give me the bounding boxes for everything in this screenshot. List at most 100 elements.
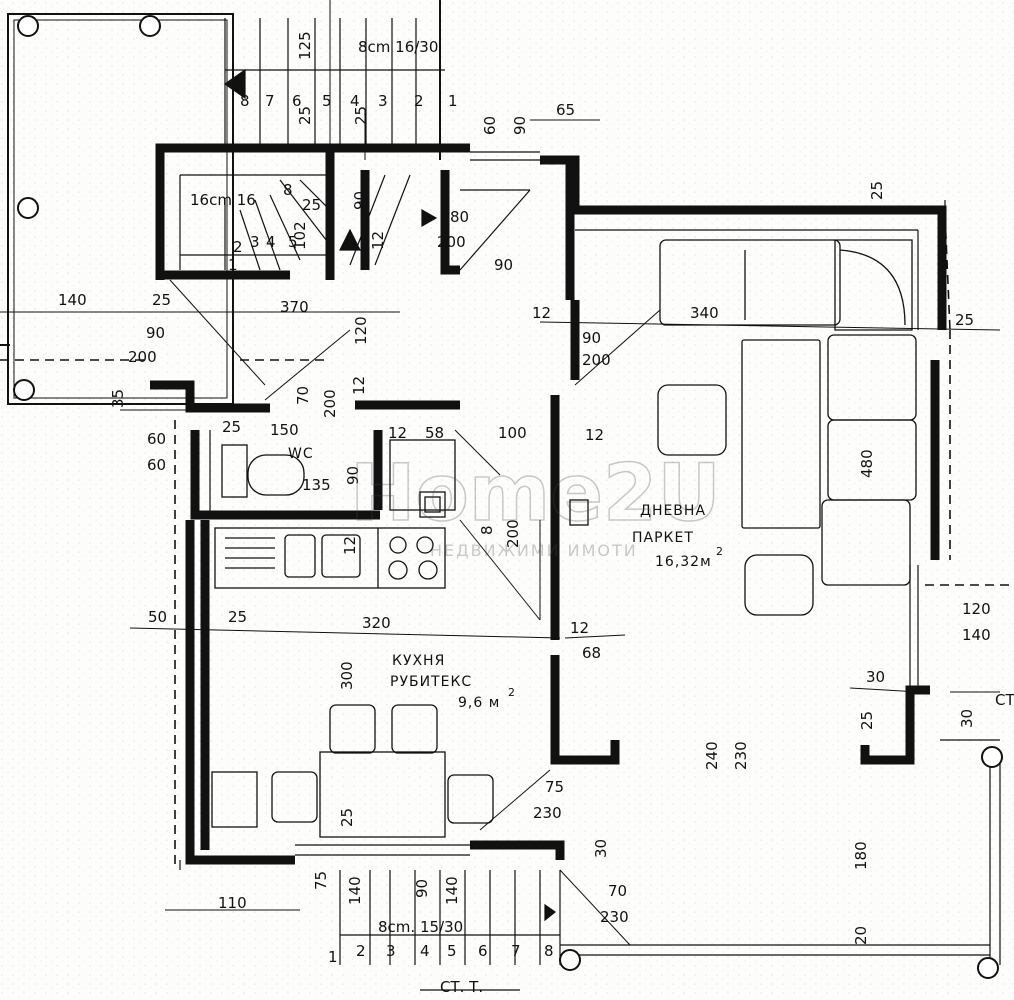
top-step-2: 2: [414, 92, 424, 110]
dim-120: 120: [962, 600, 991, 618]
dim-320: 320: [362, 614, 391, 632]
dim-65: 65: [556, 101, 575, 119]
outline-dashed: [0, 214, 1014, 870]
living-room-name: ДНЕВНА: [640, 503, 706, 519]
wc-label: WC: [288, 446, 314, 462]
column-6: [981, 746, 1003, 768]
dim-25: 25: [296, 106, 314, 125]
inner-step-5: 5: [288, 233, 298, 251]
dim-300: 300: [338, 661, 356, 690]
dim-60: 60: [147, 430, 166, 448]
dim-25: 25: [868, 181, 886, 200]
inner-step-1: 1: [228, 256, 238, 274]
watermark-tagline: НЕДВИЖИМИ ИМОТИ: [430, 541, 638, 560]
watermark: Home2U НЕДВИЖИМИ ИМОТИ: [349, 448, 721, 560]
dim-200: 200: [582, 351, 611, 369]
bottom-step-7: 7: [511, 942, 521, 960]
top-step-1: 1: [448, 92, 458, 110]
dim-25: 25: [955, 311, 974, 329]
dim-12: 12: [585, 426, 604, 444]
dim-140: 140: [962, 626, 991, 644]
dim-12: 12: [369, 231, 387, 250]
top-step-3: 3: [378, 92, 388, 110]
dim-25: 25: [858, 711, 876, 730]
dim-140: 140: [443, 876, 461, 905]
dimension-labels: 125 25 25 60 90 65 8 25 90 80 102 12 200…: [58, 31, 991, 945]
living-room-area-sup: 2: [716, 545, 724, 558]
inner-step-2: 2: [233, 238, 243, 256]
dim-75: 75: [545, 778, 564, 796]
dim-25: 25: [228, 608, 247, 626]
dim-12: 12: [532, 304, 551, 322]
dim-25: 25: [222, 418, 241, 436]
dim-12: 12: [341, 536, 359, 555]
dim-340: 340: [690, 304, 719, 322]
kitchen-area-sup: 2: [508, 686, 516, 699]
dim-30: 30: [592, 839, 610, 858]
sofa: [657, 239, 917, 616]
bottom-step-8: 8: [544, 942, 554, 960]
column-3: [17, 197, 39, 219]
bottom-step-3: 3: [386, 942, 396, 960]
dim-60: 60: [147, 456, 166, 474]
top-step-5: 5: [322, 92, 332, 110]
kitchen-area: 9,6 м: [458, 695, 500, 711]
dim-140: 140: [346, 876, 364, 905]
kitchen-floor: РУБИТЕКС: [390, 674, 472, 690]
top-step-8: 8: [240, 92, 250, 110]
column-5: [559, 949, 581, 971]
room-labels: WC ДНЕВНА ПАРКЕТ 16,32м 2 КУХНЯ РУБИТЕКС…: [288, 446, 724, 711]
inner-stairs: [179, 174, 531, 271]
dim-8: 8: [283, 181, 293, 199]
dim-25: 25: [152, 291, 171, 309]
inner-step-4: 4: [266, 233, 276, 251]
dim-100: 100: [498, 424, 527, 442]
bottom-level-label: СТ. Т.: [440, 978, 483, 996]
dim-180: 180: [852, 841, 870, 870]
dim-90: 90: [582, 329, 601, 347]
dim-8: 8: [478, 525, 496, 535]
terrace: [7, 0, 441, 405]
dim-90: 90: [146, 324, 165, 342]
dim-200: 200: [321, 389, 339, 418]
dim-35: 35: [109, 389, 127, 408]
dim-90: 90: [494, 256, 513, 274]
dim-60: 60: [481, 116, 499, 135]
dim-90: 90: [351, 191, 369, 210]
kitchen-name: КУХНЯ: [392, 653, 445, 669]
bottom-step-6: 6: [478, 942, 488, 960]
bottom-step-4: 4: [420, 942, 430, 960]
dim-200: 200: [128, 348, 157, 366]
dim-240: 240: [703, 741, 721, 770]
door-swings: [169, 279, 661, 946]
dimension-lines: [0, 119, 1001, 911]
dim-200: 200: [437, 233, 466, 251]
dim-12: 12: [570, 619, 589, 637]
bottom-stairs-label: 8cm. 15/30: [378, 918, 463, 936]
kitchen-fixtures: [211, 527, 494, 838]
dim-102: 102: [291, 221, 309, 250]
dim-110: 110: [218, 894, 247, 912]
dim-25: 25: [338, 808, 356, 827]
column-2: [139, 15, 161, 37]
dim-80: 80: [450, 208, 469, 226]
dim-90: 90: [511, 116, 529, 135]
inner-step-3: 3: [250, 233, 260, 251]
dim-12: 12: [350, 376, 368, 395]
watermark-brand: Home2U: [350, 449, 721, 539]
top-step-6: 6: [292, 92, 302, 110]
dim-370: 370: [280, 298, 309, 316]
dim-140: 140: [58, 291, 87, 309]
dim-230: 230: [600, 908, 629, 926]
walls: [150, 143, 947, 865]
dim-200: 200: [504, 519, 522, 548]
dim-90: 90: [413, 879, 431, 898]
dim-50: 50: [148, 608, 167, 626]
bottom-step-1: 1: [328, 948, 338, 966]
top-stairs-label: 8cm 16/30: [358, 38, 438, 56]
living-room-floor: ПАРКЕТ: [632, 530, 694, 546]
dim-58: 58: [425, 424, 444, 442]
column-1: [17, 15, 39, 37]
dim-90: 90: [344, 466, 362, 485]
